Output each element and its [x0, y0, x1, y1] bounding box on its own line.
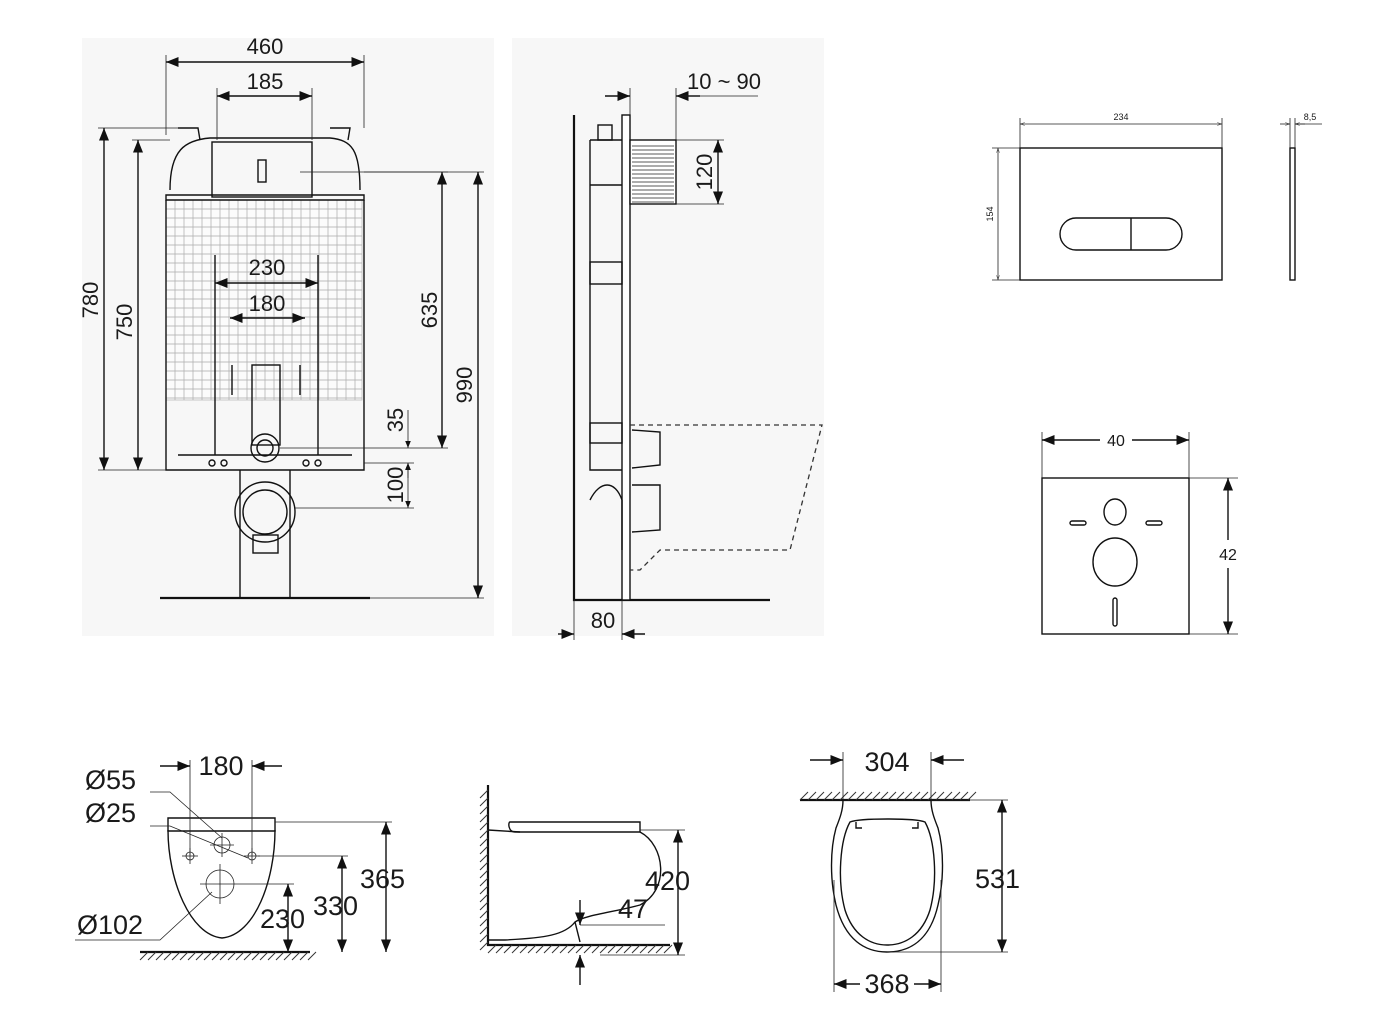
- dim-304-label: 304: [864, 747, 909, 777]
- dim-990-label: 990: [452, 367, 477, 404]
- bowl-side-view: 420 47: [479, 785, 690, 985]
- dim-35-label: 35: [383, 408, 408, 432]
- frame-front-view: 460 185 230 180 780 750 635 990 35: [78, 34, 494, 636]
- dim-40-label: 40: [1107, 433, 1125, 450]
- dim-780-label: 780: [78, 282, 103, 319]
- dim-8-5-label: 8,5: [1304, 112, 1317, 122]
- bowl-top-view: 304 368 531: [799, 747, 1020, 999]
- dim-368-label: 368: [864, 969, 909, 999]
- flush-plate-drawing: 234 154 8,5: [985, 112, 1322, 281]
- dim-234-label: 234: [1113, 112, 1128, 122]
- flush-plate-outline: [1019, 147, 1223, 281]
- flush-button-outline: [1059, 217, 1183, 251]
- dim-230-label: 230: [249, 255, 286, 280]
- dim-80-label: 80: [591, 608, 615, 633]
- dim-420-label: 420: [645, 866, 690, 896]
- dim-d55-label: Ø55: [85, 765, 136, 795]
- dim-120-label: 120: [692, 154, 717, 191]
- dim-330-label: 330: [313, 891, 358, 921]
- bowl-front-view: Ø55 Ø25 Ø102 180 365 330 230: [75, 751, 405, 961]
- dim-d25-label: Ø25: [85, 798, 136, 828]
- dim-185-label: 185: [247, 69, 284, 94]
- frame-mesh: [165, 199, 363, 401]
- flush-plate-side-outline: [1289, 147, 1296, 281]
- dim-180-label: 180: [249, 291, 286, 316]
- dim-47-label: 47: [618, 894, 648, 924]
- frame-side-view: 10 ~ 90 120 80: [512, 38, 824, 640]
- dim-365-label: 365: [360, 864, 405, 894]
- dim-180-bowl-label: 180: [198, 751, 243, 781]
- dim-100-label: 100: [383, 467, 408, 504]
- dim-d102-label: Ø102: [77, 910, 143, 940]
- dim-750-label: 750: [112, 304, 137, 341]
- dim-635-label: 635: [417, 292, 442, 329]
- sound-pad-drawing: 40 42: [1041, 432, 1238, 635]
- dim-10-90-label: 10 ~ 90: [687, 69, 761, 94]
- dim-154-label: 154: [985, 206, 995, 221]
- dim-531-label: 531: [975, 864, 1020, 894]
- dim-460-label: 460: [247, 34, 284, 59]
- dim-230-bowl-label: 230: [260, 904, 305, 934]
- dim-42-label: 42: [1219, 547, 1237, 564]
- sound-pad-outline: [1041, 477, 1190, 635]
